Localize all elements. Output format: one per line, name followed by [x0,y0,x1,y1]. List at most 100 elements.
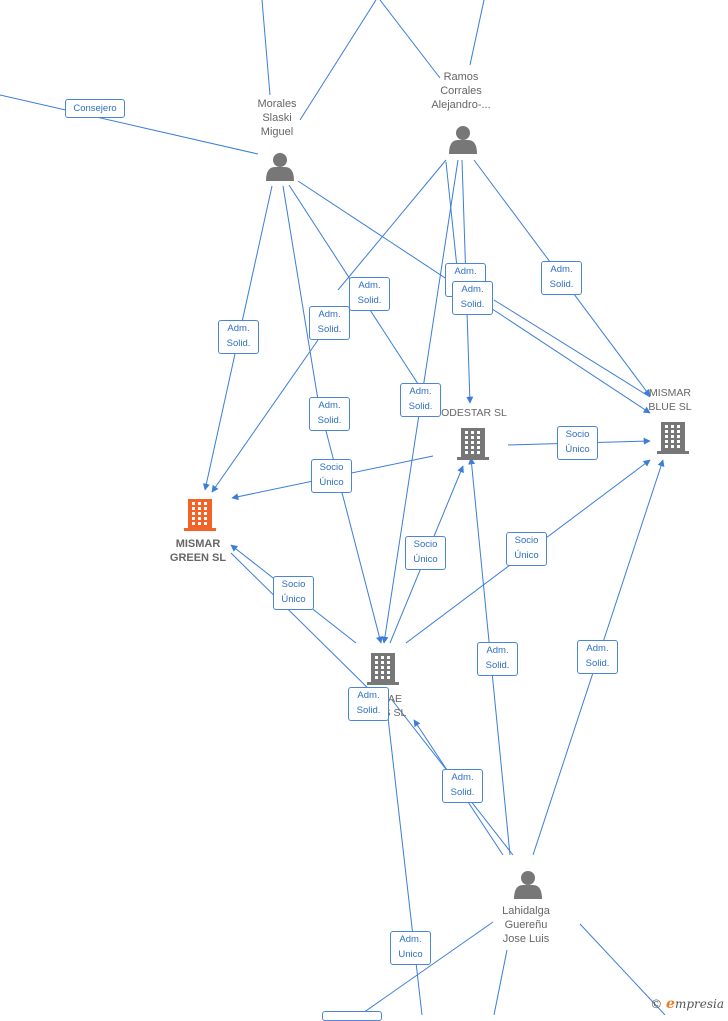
edge-line [299,0,377,121]
node-label-line: Ramos [443,71,479,83]
node-label-mismar-blue[interactable]: MISMAR BLUE SL [648,386,691,414]
edge-label-line: Único [514,550,539,561]
edge-label-line: Adm. [454,266,477,277]
edge-label-line: Socio [514,535,539,546]
brand-initial: e [666,996,675,1012]
edge-label-line: Solid. [460,299,485,310]
node-label-odestar[interactable]: ODESTAR SL [441,406,507,420]
person-icon[interactable] [514,871,542,899]
edge-label-line: Socio [281,579,306,590]
edge-label-adm-unico[interactable]: Adm.Unico [390,931,431,965]
brand-name: mpresia [674,997,724,1011]
node-label-line: S SL [383,707,407,719]
building-icon[interactable] [457,428,489,460]
edge-line [211,339,319,493]
edge-label-line: Solid. [549,279,574,290]
edge-line [493,949,508,1015]
node-label-line: GREEN SL [169,552,227,564]
node-label-line: BLUE SL [648,401,692,413]
edge-label-line: Solid. [585,658,610,669]
edge-label-line: Adm. [550,264,573,275]
edge-label-adm-solid[interactable]: Adm. Solid. [218,320,259,354]
edge-label-line: Solid. [357,295,382,306]
edge-label-line: Adm. [318,309,341,320]
node-label-line: Lahidalga [502,905,550,917]
node-label-line: ODESTAR SL [441,407,507,419]
building-icon[interactable] [184,499,216,531]
edge-line [282,185,319,401]
edge-line [579,923,666,1015]
copyright-symbol: © [650,997,663,1011]
edge-line [469,0,485,66]
edge-label-line: Unico [398,949,423,960]
edge-label-line: Adm. [227,323,250,334]
edge-label-line: Único [281,594,306,605]
edge-label-consejero[interactable]: Consejero [65,99,125,118]
edge-line [317,399,383,644]
edge-label-line: Solid. [408,401,433,412]
node-label-mismar-green[interactable]: MISMAR GREEN SL [170,537,226,565]
node-label-line: AE [387,693,403,705]
edge-line [230,552,381,701]
edge-line [493,299,651,398]
edge-label-line: Solid. [450,787,475,798]
node-label-line: MISMAR [648,387,691,399]
node-label-line: Morales [257,98,297,110]
node-label-ramos[interactable]: Ramos Corrales Alejandro-... [431,70,490,112]
edge-label-adm-solid[interactable]: Adm.Solid. [477,642,518,676]
empresia-logo[interactable]: © empresia [650,996,724,1012]
edge-label-adm-solid[interactable]: Adm.Solid. [452,281,493,315]
edge-label-line: Solid. [226,338,251,349]
node-label-lahidalga[interactable]: Lahidalga Guereñu Jose Luis [502,904,550,946]
edge-label-adm-solid[interactable]: Adm. Solid. [442,769,483,803]
edge-label-line: Solid. [485,660,510,671]
edge-label-line: Socio [413,539,438,550]
edge-label-adm-solid[interactable]: Adm. Solid. [577,640,618,674]
edge-line [385,699,423,1015]
edge-label-text: Consejero [73,103,117,114]
edge-label-line: Socio [319,462,344,473]
edge-label-line: Único [565,444,590,455]
edge-line [359,921,494,1015]
node-label-line: MISMAR [175,538,221,550]
edge-label-adm-solid[interactable]: Adm. Solid. [309,306,350,340]
edge-label-adm-solid[interactable]: Adm. Solid. [349,277,390,311]
edge-line [445,161,459,278]
node-label-line: Alejandro-... [431,99,491,111]
edge-label-adm-solid[interactable]: Adm. Solid. [400,383,441,417]
building-icon[interactable] [657,422,689,454]
edge-label-line: Solid. [356,705,381,716]
edge-line [379,0,441,79]
node-label-center-company[interactable]: AE S SL [384,692,407,720]
node-label-line: Slaski [262,112,292,124]
person-icon[interactable] [266,153,294,181]
edge-label-adm-solid[interactable]: Adm.Solid. [309,397,350,431]
node-label-morales[interactable]: Morales Slaski Miguel [257,97,296,139]
edge-label-line: Adm. [451,772,474,783]
edge-label-line: Único [413,554,438,565]
node-label-line: Corrales [440,85,482,97]
edge-label-line: Adm. [357,690,380,701]
edge-label-adm-solid[interactable]: Adm. Solid. [348,687,389,721]
edge-label-line: Socio [565,429,590,440]
edge-line [261,0,271,96]
edge-label-line: Adm. [586,643,609,654]
edge-label-line: Solid. [317,324,342,335]
edge-label-adm-solid[interactable]: Adm. Solid. [541,261,582,295]
node-label-line: Jose Luis [502,933,550,945]
edge-label-line: Adm. [358,280,381,291]
person-icon[interactable] [449,126,477,154]
building-icon[interactable] [367,653,399,685]
edge-label-line: Adm. [409,386,432,397]
node-label-line: Miguel [260,126,294,138]
edge-label-line: Adm. [318,400,341,411]
edge-label-line: Único [319,477,344,488]
edge-label-partial[interactable] [322,1011,382,1021]
edge-line [337,159,447,291]
